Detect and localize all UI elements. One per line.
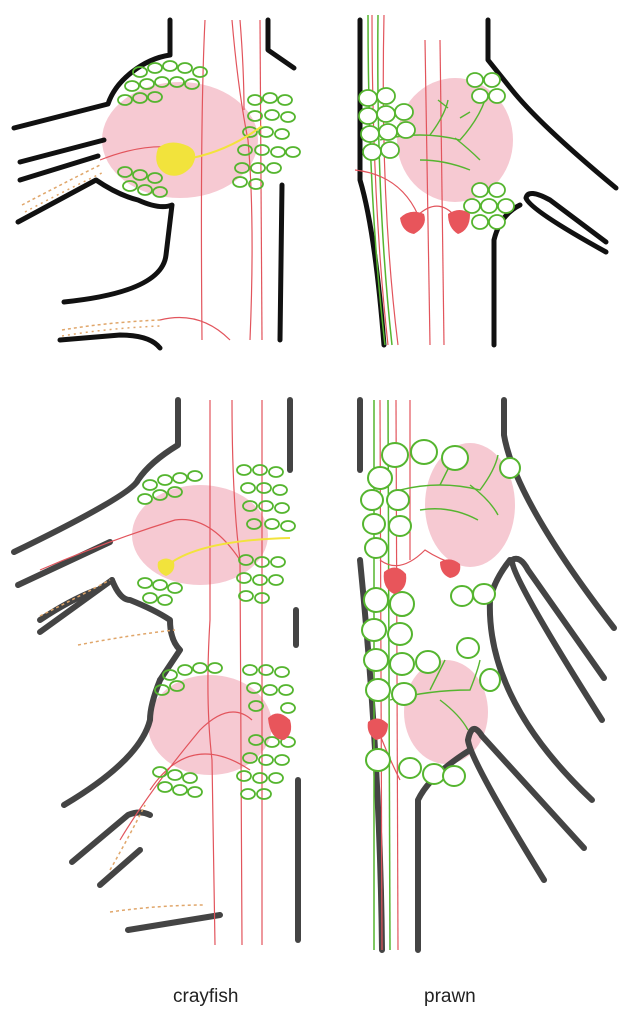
soma-red — [400, 212, 425, 234]
soma-red — [268, 713, 291, 740]
neuropil-region — [148, 675, 272, 775]
panel-crayfish-top — [14, 20, 300, 348]
neuropil-region — [102, 82, 258, 198]
panel-prawn-bottom — [360, 400, 614, 950]
caption-crayfish: crayfish — [173, 986, 238, 1008]
nerve-pattern — [22, 165, 160, 336]
soma-red — [384, 567, 407, 594]
soma-red — [368, 718, 388, 740]
caption-prawn: prawn — [424, 986, 476, 1008]
panel-crayfish-bottom — [14, 400, 298, 945]
body-outline — [14, 400, 298, 940]
panel-prawn-top — [355, 15, 616, 345]
soma-red — [448, 210, 470, 234]
soma-red — [440, 559, 460, 578]
